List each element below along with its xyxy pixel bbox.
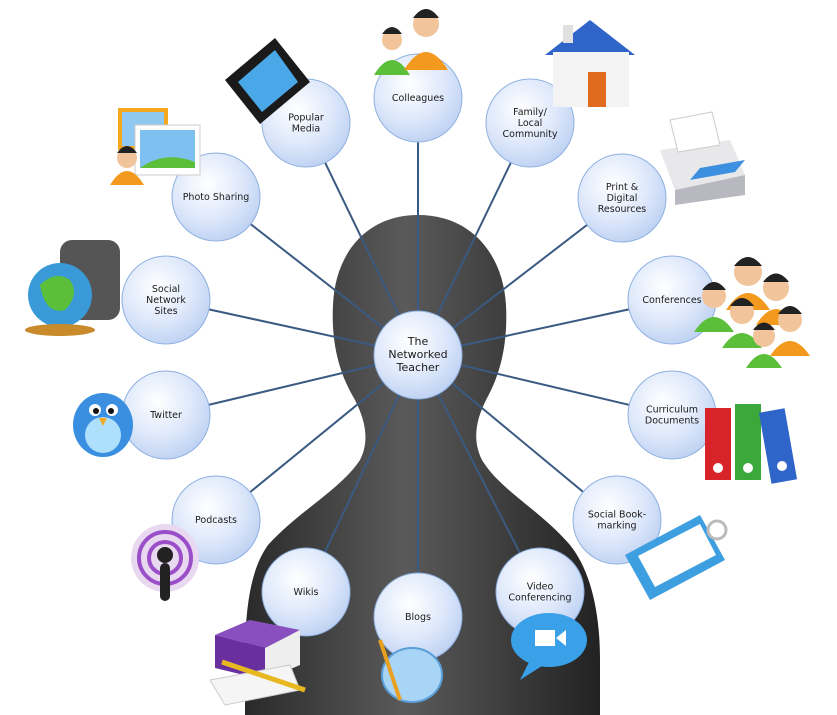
- photos-person-icon: [110, 108, 201, 185]
- node-family-local-community-label-line: Local: [518, 118, 543, 129]
- node-podcasts-label: Podcasts: [195, 515, 237, 526]
- node-colleagues-label-line: Colleagues: [392, 93, 444, 104]
- house-icon: [545, 20, 635, 107]
- node-podcasts-label-line: Podcasts: [195, 515, 237, 526]
- node-colleagues-label: Colleagues: [392, 93, 444, 104]
- node-circle-social-network-sites: [121, 255, 211, 345]
- node-twitter-label: Twitter: [149, 410, 182, 421]
- node-social-bookmarking-label-line: marking: [597, 521, 636, 532]
- node-popular-media-label-line: Popular: [288, 113, 324, 124]
- binders-icon: [705, 404, 798, 484]
- node-video-conferencing-label-line: Video: [527, 582, 554, 593]
- node-wikis-label-line: Wikis: [294, 587, 319, 598]
- center-node-label-line: Networked: [388, 348, 447, 361]
- node-conferences-label: Conferences: [642, 295, 701, 306]
- conference-group-icon: [694, 257, 810, 368]
- node-blogs-label-line: Blogs: [405, 612, 431, 623]
- podcast-icon: [131, 524, 199, 601]
- node-conferences-label-line: Conferences: [642, 295, 701, 306]
- node-colleagues: Colleagues: [373, 53, 463, 143]
- node-wikis-label: Wikis: [294, 587, 319, 598]
- cube-notepad-icon: [209, 620, 306, 706]
- printer-icon: [660, 111, 745, 205]
- node-family-local-community-label-line: Community: [503, 129, 558, 140]
- node-video-conferencing-label-line: Conferencing: [508, 593, 571, 604]
- center-node-label-line: Teacher: [396, 361, 440, 374]
- node-twitter-label-line: Twitter: [149, 410, 182, 421]
- node-twitter: Twitter: [121, 370, 211, 460]
- center-node-label-line: The: [407, 335, 429, 348]
- node-circle-wikis: [261, 547, 351, 637]
- colleagues-people-icon: [374, 9, 448, 75]
- node-curriculum-documents-label-line: Curriculum: [646, 405, 698, 416]
- node-social-bookmarking-label: Social Book-marking: [588, 510, 646, 532]
- twitter-bird-icon: [73, 393, 133, 457]
- node-print-digital-resources-label-line: Digital: [607, 193, 638, 204]
- node-photo-sharing-label-line: Photo Sharing: [183, 192, 250, 203]
- node-social-bookmarking-label-line: Social Book-: [588, 510, 646, 521]
- node-wikis: Wikis: [261, 547, 351, 637]
- node-curriculum-documents-label-line: Documents: [645, 416, 699, 427]
- node-social-network-sites-label-line: Network: [146, 295, 186, 306]
- film-strip-icon: [225, 38, 310, 124]
- globe-bag-icon: [25, 240, 120, 336]
- bookmark-tag-icon: [625, 515, 728, 600]
- video-chat-bubble-icon: [511, 613, 587, 680]
- node-circle-social-bookmarking: [572, 475, 662, 565]
- node-circle-family-local-community: [485, 78, 575, 168]
- node-social-network-sites-label-line: Social: [152, 284, 180, 295]
- node-print-digital-resources-label-line: Resources: [598, 204, 647, 215]
- node-social-bookmarking: Social Book-marking: [572, 475, 662, 565]
- node-photo-sharing-label: Photo Sharing: [183, 192, 250, 203]
- node-circle-colleagues: [373, 53, 463, 143]
- node-social-network-sites-label-line: Sites: [154, 306, 177, 317]
- node-blogs-label: Blogs: [405, 612, 431, 623]
- center-node-circle: [373, 310, 463, 400]
- node-circle-print-digital-resources: [577, 153, 667, 243]
- node-popular-media-label-line: Media: [292, 124, 321, 135]
- node-print-digital-resources-label-line: Print &: [606, 182, 639, 193]
- hi-speech-bubble-icon: [378, 639, 443, 703]
- node-family-local-community-label-line: Family/: [513, 107, 548, 118]
